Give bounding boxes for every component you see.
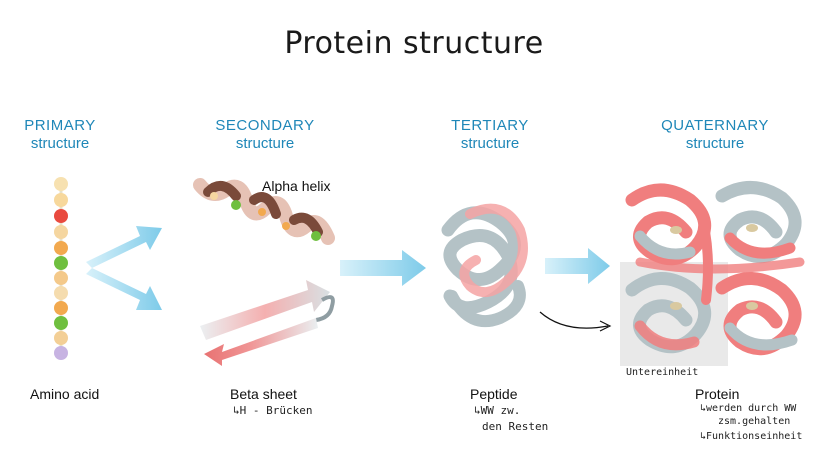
amino-acid-bead: [54, 301, 68, 315]
amino-acid-bead: [54, 193, 68, 207]
amino-acid-bead: [54, 286, 68, 300]
tertiary-label: TERTIARY: [451, 117, 529, 134]
tertiary-to-quaternary-arrow: [545, 248, 610, 284]
protein-label: Protein: [695, 386, 740, 402]
peptide-note-line1: ↳WW zw.: [474, 404, 521, 417]
amino-acid-label: Amino acid: [30, 386, 100, 402]
alpha-helix-label: Alpha helix: [262, 178, 331, 194]
primary-to-secondary-arrows: [86, 226, 162, 310]
arrow-up: [86, 226, 162, 268]
subunit-pointer-arrowhead: [599, 320, 612, 332]
arrow-down: [86, 268, 162, 310]
secondary-heading: SECONDARY structure: [200, 117, 330, 153]
secondary-sub: structure: [235, 135, 295, 152]
secondary-label: SECONDARY: [215, 117, 315, 134]
tertiary-coil: [441, 203, 528, 328]
tertiary-sub: structure: [460, 135, 520, 152]
amino-acid-bead: [54, 316, 68, 330]
quaternary-label: QUATERNARY: [661, 117, 769, 134]
protein-note-line1: ↳werden durch WW: [700, 403, 797, 414]
amino-acid-bead: [54, 209, 68, 223]
quaternary-protein: [620, 181, 805, 366]
peptide-note-line2: den Resten: [482, 420, 549, 433]
primary-sub: structure: [30, 135, 90, 152]
amino-acid-chain: [54, 177, 68, 360]
amino-acid-bead: [54, 271, 68, 285]
protein-note-line2: zsm.gehalten: [718, 416, 791, 427]
amino-acid-bead: [54, 346, 68, 360]
quaternary-heading: QUATERNARY structure: [645, 117, 785, 153]
untereinheit-note: Untereinheit: [626, 367, 699, 378]
subunit-pointer-arrow: [539, 311, 609, 329]
alpha-helix: [193, 178, 335, 245]
secondary-to-tertiary-arrow: [340, 250, 426, 286]
amino-acid-bead: [54, 331, 68, 345]
quaternary-sub: structure: [685, 135, 745, 152]
diagram-title: Protein structure: [284, 26, 544, 61]
protein-note-line3: ↳Funktionseinheit: [700, 431, 803, 442]
amino-acid-bead: [54, 256, 68, 270]
primary-heading: PRIMARY structure: [10, 117, 110, 153]
beta-sheet: [200, 280, 335, 366]
beta-sheet-note: ↳H - Brücken: [233, 404, 313, 417]
primary-label: PRIMARY: [24, 117, 96, 134]
peptide-label: Peptide: [470, 386, 518, 402]
tertiary-heading: TERTIARY structure: [430, 117, 550, 153]
amino-acid-bead: [54, 225, 68, 239]
amino-acid-bead: [54, 177, 68, 191]
amino-acid-bead: [54, 241, 68, 255]
beta-sheet-label: Beta sheet: [230, 386, 297, 402]
